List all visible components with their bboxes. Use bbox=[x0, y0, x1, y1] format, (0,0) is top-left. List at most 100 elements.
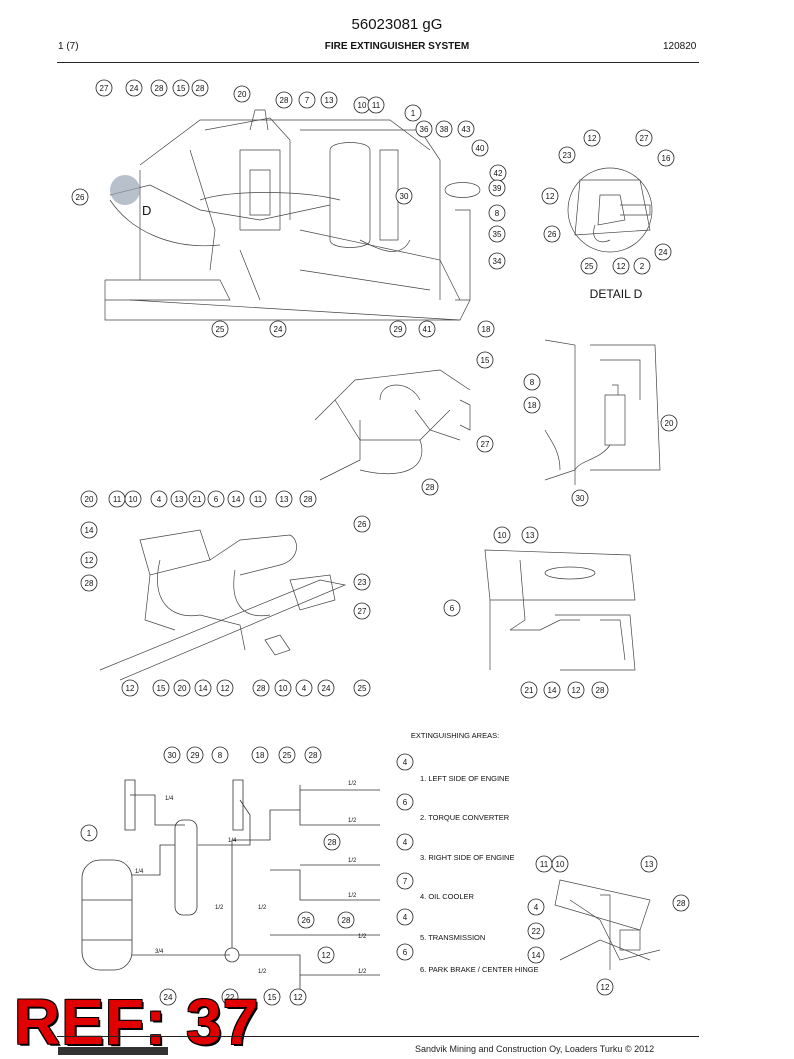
part-callout: 28 bbox=[304, 746, 322, 764]
svg-text:1/2: 1/2 bbox=[258, 969, 267, 975]
part-callout: 6 bbox=[207, 490, 225, 508]
svg-text:1/2: 1/2 bbox=[215, 905, 224, 911]
part-callout-number: 13 bbox=[526, 531, 535, 540]
part-callout-number: 22 bbox=[532, 927, 541, 936]
main-view-linework bbox=[104, 109, 481, 321]
part-callout: 43 bbox=[457, 120, 475, 138]
part-callout: 22 bbox=[527, 922, 545, 940]
part-callout-number: 16 bbox=[662, 154, 671, 163]
part-callout: 20 bbox=[80, 490, 98, 508]
part-callout-number: 12 bbox=[601, 983, 610, 992]
part-callout-number: 2 bbox=[640, 262, 645, 271]
part-callout-number: 6 bbox=[214, 495, 219, 504]
document-number: 56023081 gG bbox=[351, 16, 443, 33]
part-callout: 12 bbox=[596, 978, 614, 996]
part-callout: 26 bbox=[543, 225, 561, 243]
part-callout-number: 4 bbox=[403, 838, 408, 847]
part-callout-number: 14 bbox=[548, 686, 557, 695]
part-callout: 34 bbox=[488, 252, 506, 270]
part-callout-number: 28 bbox=[304, 495, 313, 504]
part-callout: 25 bbox=[580, 257, 598, 275]
part-callout-number: 8 bbox=[530, 378, 535, 387]
part-callout: 40 bbox=[471, 139, 489, 157]
part-callout-number: 41 bbox=[423, 325, 432, 334]
part-callout-number: 12 bbox=[126, 684, 135, 693]
part-callout-number: 42 bbox=[494, 169, 503, 178]
part-callout: 30 bbox=[395, 187, 413, 205]
part-callout: 13 bbox=[320, 91, 338, 109]
part-callout-number: 12 bbox=[546, 192, 555, 201]
part-callout-number: 11 bbox=[254, 495, 263, 504]
part-callout-number: 8 bbox=[495, 209, 500, 218]
part-callout-number: 26 bbox=[548, 230, 557, 239]
part-callout: 13 bbox=[170, 490, 188, 508]
part-callout-number: 12 bbox=[221, 684, 230, 693]
part-callout-number: 14 bbox=[232, 495, 241, 504]
part-callout: 20 bbox=[173, 679, 191, 697]
part-callout: 28 bbox=[275, 91, 293, 109]
part-callout-number: 6 bbox=[450, 604, 455, 613]
area-item: 4. OIL COOLER bbox=[420, 892, 474, 901]
svg-text:1/2: 1/2 bbox=[348, 893, 357, 899]
part-callout-number: 15 bbox=[268, 993, 277, 1002]
part-callout-number: 26 bbox=[358, 520, 367, 529]
part-callout-number: 18 bbox=[482, 325, 491, 334]
part-callout: 15 bbox=[476, 351, 494, 369]
svg-text:3/4: 3/4 bbox=[155, 949, 164, 955]
part-callout: 26 bbox=[353, 515, 371, 533]
part-callout-number: 4 bbox=[157, 495, 162, 504]
part-callout: 26 bbox=[297, 911, 315, 929]
part-callout-number: 25 bbox=[358, 684, 367, 693]
part-callout-number: 20 bbox=[178, 684, 187, 693]
part-callout: 24 bbox=[159, 988, 177, 1006]
part-callout: 2 bbox=[633, 257, 651, 275]
mid-right-view-linework bbox=[484, 549, 636, 671]
part-callout: 12 bbox=[541, 187, 559, 205]
detail-d-highlight bbox=[110, 175, 140, 205]
part-callout-number: 12 bbox=[572, 686, 581, 695]
part-callout: 12 bbox=[317, 946, 335, 964]
areas-title: EXTINGUISHING AREAS: bbox=[411, 731, 499, 740]
right-mid-view-linework bbox=[544, 339, 661, 485]
part-callout-number: 28 bbox=[328, 838, 337, 847]
part-callout: 8 bbox=[523, 373, 541, 391]
part-callout-number: 27 bbox=[358, 607, 367, 616]
part-callout: 14 bbox=[543, 681, 561, 699]
part-callout-number: 18 bbox=[528, 401, 537, 410]
part-callout: 30 bbox=[571, 489, 589, 507]
part-callout: 6 bbox=[396, 793, 414, 811]
part-callout-number: 12 bbox=[617, 262, 626, 271]
part-callout: 4 bbox=[295, 679, 313, 697]
part-callout-number: 27 bbox=[640, 134, 649, 143]
part-callout: 14 bbox=[527, 946, 545, 964]
svg-text:1/4: 1/4 bbox=[165, 796, 174, 802]
part-callout: 14 bbox=[194, 679, 212, 697]
area-item: 6. PARK BRAKE / CENTER HINGE bbox=[420, 965, 539, 974]
part-callout: 12 bbox=[289, 988, 307, 1006]
part-callout: 42 bbox=[489, 164, 507, 182]
part-callout-number: 14 bbox=[85, 526, 94, 535]
footer-rule bbox=[57, 1036, 699, 1037]
part-callout: 15 bbox=[263, 988, 281, 1006]
part-callout-number: 25 bbox=[283, 751, 292, 760]
part-callout-number: 13 bbox=[645, 860, 654, 869]
part-callout: 29 bbox=[389, 320, 407, 338]
part-callout: 18 bbox=[251, 746, 269, 764]
part-callout: 4 bbox=[150, 490, 168, 508]
part-callout-number: 1 bbox=[87, 829, 92, 838]
part-callout-number: 28 bbox=[257, 684, 266, 693]
part-callout: 10 bbox=[124, 490, 142, 508]
part-callout: 14 bbox=[227, 490, 245, 508]
part-callout-number: 4 bbox=[403, 758, 408, 767]
part-callout-number: 10 bbox=[129, 495, 138, 504]
part-callout-number: 1 bbox=[411, 109, 416, 118]
revision-date: 120820 bbox=[663, 41, 697, 52]
part-callout-number: 40 bbox=[476, 144, 485, 153]
part-callout-number: 43 bbox=[462, 125, 471, 134]
svg-text:1/2: 1/2 bbox=[358, 934, 367, 940]
part-callout: 18 bbox=[477, 320, 495, 338]
part-callout: 12 bbox=[583, 129, 601, 147]
part-callout: 11 bbox=[108, 490, 126, 508]
part-callout: 41 bbox=[418, 320, 436, 338]
part-callout: 18 bbox=[523, 396, 541, 414]
